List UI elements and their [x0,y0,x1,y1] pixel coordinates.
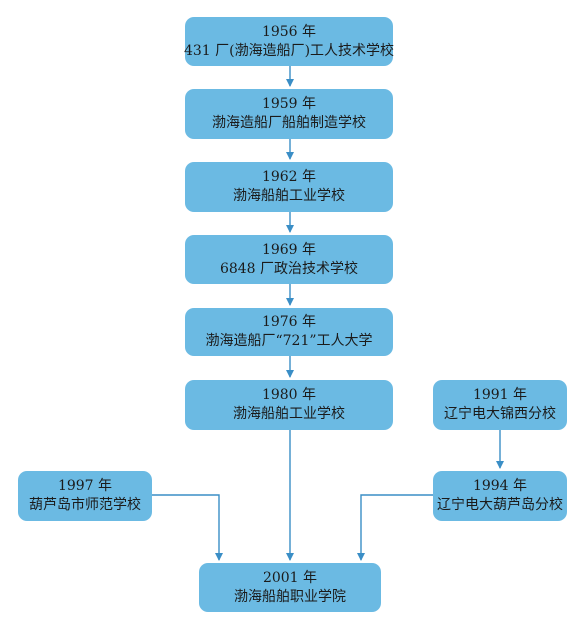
node-1959: 1959 年 渤海造船厂船舶制造学校 [185,89,393,139]
node-1959-year: 1959 年 [261,96,317,112]
node-1997-name: 葫芦岛市师范学校 [29,497,141,513]
node-1994-name: 辽宁电大葫芦岛分校 [437,497,563,513]
node-1962-name: 渤海船舶工业学校 [233,188,345,204]
node-1962: 1962 年 渤海船舶工业学校 [185,162,393,212]
node-1997: 1997 年 葫芦岛市师范学校 [18,471,152,521]
node-1976: 1976 年 渤海造船厂“721”工人大学 [185,308,393,356]
node-1991-year: 1991 年 [472,387,528,403]
node-1976-name: 渤海造船厂“721”工人大学 [205,333,373,349]
node-1976-year: 1976 年 [261,314,317,330]
node-1991-name: 辽宁电大锦西分校 [444,406,556,422]
node-1969-name: 6848 厂政治技术学校 [219,260,359,277]
node-1956-name: 431 厂(渤海造船厂)工人技术学校 [183,42,395,59]
node-1980: 1980 年 渤海船舶工业学校 [185,380,393,430]
arrow-1997-2001 [152,494,223,561]
node-1997-year: 1997 年 [57,478,113,494]
node-2001-year: 2001 年 [262,569,318,586]
node-2001-name: 渤海船舶职业学院 [234,588,346,605]
node-1994-year: 1994 年 [472,478,528,494]
node-1991: 1991 年 辽宁电大锦西分校 [433,380,567,430]
node-2001: 2001 年 渤海船舶职业学院 [199,563,381,612]
node-1980-name: 渤海船舶工业学校 [233,406,345,422]
node-1969: 1969 年 6848 厂政治技术学校 [185,235,393,284]
node-1962-year: 1962 年 [261,169,317,185]
node-1980-year: 1980 年 [261,387,317,403]
node-1994: 1994 年 辽宁电大葫芦岛分校 [433,471,567,521]
node-1956-year: 1956 年 [261,23,317,40]
arrow-1994-2001 [357,494,433,561]
node-1959-name: 渤海造船厂船舶制造学校 [212,115,366,131]
node-1969-year: 1969 年 [261,241,317,258]
node-1956: 1956 年 431 厂(渤海造船厂)工人技术学校 [183,17,395,66]
